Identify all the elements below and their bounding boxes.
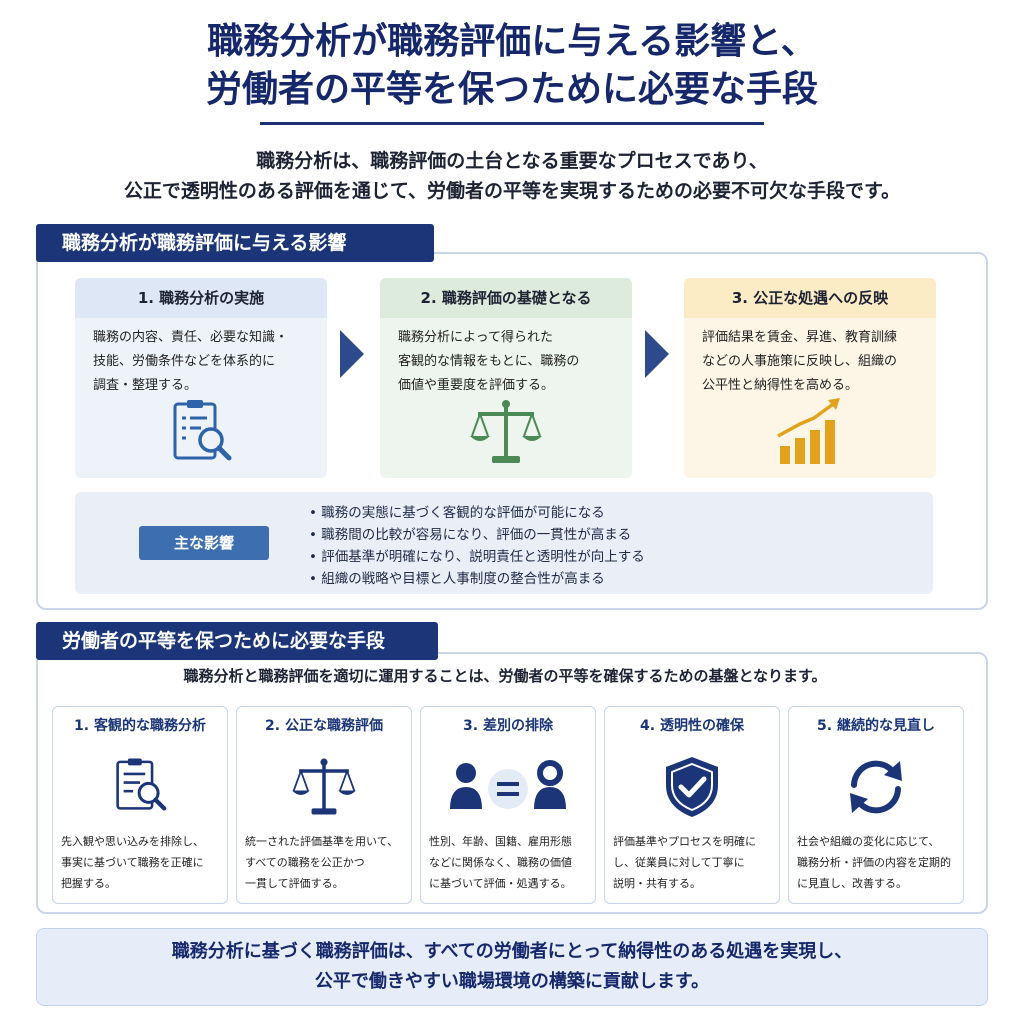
measure-2-line-3: 一貫して評価する。 xyxy=(245,877,344,890)
step-1-description: 職務の内容、責任、必要な知識・ 技能、労働条件などを体系的に 調査・整理する。 xyxy=(75,318,327,398)
step-card-1: 1. 職務分析の実施 職務の内容、責任、必要な知識・ 技能、労働条件などを体系的… xyxy=(75,278,327,478)
measure-2-title: 2. 公正な職務評価 xyxy=(265,718,383,734)
step-2-description: 職務分析によって得られた 客観的な情報をもとに、職務の 価値や重要度を評価する。 xyxy=(380,318,632,398)
step-3-line-3: 公平性と納得性を高める。 xyxy=(702,378,859,393)
intro-line-1: 職務分析は、職務評価の土台となる重要なプロセスであり、 xyxy=(256,150,768,172)
measure-card-1: 1. 客観的な職務分析 先入観や思い込みを排除し、 事実に基づいて職務を正確に … xyxy=(52,706,228,904)
step-2-line-2: 客観的な情報をもとに、職務の xyxy=(398,354,580,369)
step-1-line-3: 調査・整理する。 xyxy=(93,378,198,393)
impact-item: 職務の実態に基づく客観的な評価が可能になる xyxy=(309,502,645,524)
clipboard-search-icon xyxy=(53,755,227,817)
impact-item: 職務間の比較が容易になり、評価の一貫性が高まる xyxy=(309,524,645,546)
measure-4-line-2: し、従業員に対して丁寧に xyxy=(613,856,745,869)
measure-card-4: 4. 透明性の確保 評価基準やプロセスを明確に し、従業員に対して丁寧に 説明・… xyxy=(604,706,780,904)
impact-item: 評価基準が明確になり、説明責任と透明性が向上する xyxy=(309,546,644,568)
measure-4-line-3: 説明・共有する。 xyxy=(613,877,701,890)
conclusion-line-2: 公平で働きやすい職場環境の構築に貢献します。 xyxy=(314,971,710,992)
bar-chart-growth-icon xyxy=(684,396,936,468)
page-title: 職務分析が職務評価に与える影響と、 労働者の平等を保つために必要な手段 xyxy=(0,18,1024,114)
impact-label: 主な影響 xyxy=(139,526,269,560)
measure-1-line-2: 事実に基づいて職務を正確に xyxy=(61,856,204,869)
section2-lead: 職務分析と職務評価を適切に運用することは、労働者の平等を確保するための基盤となり… xyxy=(183,667,827,685)
measure-3-title: 3. 差別の排除 xyxy=(463,718,553,734)
impact-item: 組織の戦略や目標と人事制度の整合性が高まる xyxy=(309,568,645,590)
measure-5-title: 5. 継続的な見直し xyxy=(817,718,935,734)
step-1-title: 1. 職務分析の実施 xyxy=(75,278,327,318)
clipboard-search-icon xyxy=(75,396,327,468)
conclusion-line-1: 職務分析に基づく職務評価は、すべての労働者にとって納得性のある処遇を実現し、 xyxy=(171,941,853,962)
impact-box: 主な影響 職務の実態に基づく客観的な評価が可能になる 職務間の比較が容易になり、… xyxy=(75,492,933,594)
section2-header: 労働者の平等を保つために必要な手段 xyxy=(36,622,438,660)
intro-text: 職務分析は、職務評価の土台となる重要なプロセスであり、 公正で透明性のある評価を… xyxy=(0,146,1024,206)
step-3-line-1: 評価結果を賃金、昇進、教育訓練 xyxy=(702,330,898,345)
refresh-cycle-icon xyxy=(789,755,963,819)
measure-card-5: 5. 継続的な見直し 社会や組織の変化に応じて、 職務分析・評価の内容を定期的 … xyxy=(788,706,964,904)
step-2-line-3: 価値や重要度を評価する。 xyxy=(398,378,555,393)
measure-4-title: 4. 透明性の確保 xyxy=(640,718,744,734)
step-3-line-2: などの人事施策に反映し、組織の xyxy=(702,354,898,369)
measure-4-description: 評価基準やプロセスを明確に し、従業員に対して丁寧に 説明・共有する。 xyxy=(613,831,775,894)
measure-card-3: 3. 差別の排除 性別、年齢、国籍、雇用形態 などに関係なく、職務の価値 に基づ… xyxy=(420,706,596,904)
equal-people-icon xyxy=(421,755,595,817)
step-3-title: 3. 公正な処遇への反映 xyxy=(684,278,936,318)
conclusion-box: 職務分析に基づく職務評価は、すべての労働者にとって納得性のある処遇を実現し、 公… xyxy=(36,928,988,1006)
step-card-3: 3. 公正な処遇への反映 評価結果を賃金、昇進、教育訓練 などの人事施策に反映し… xyxy=(684,278,936,478)
title-line-2: 労働者の平等を保つために必要な手段 xyxy=(205,69,818,110)
step-2-line-1: 職務分析によって得られた xyxy=(398,330,553,345)
measure-1-line-1: 先入観や思い込みを排除し、 xyxy=(61,835,204,848)
title-line-1: 職務分析が職務評価に与える影響と、 xyxy=(207,21,817,62)
step-2-title: 2. 職務評価の基礎となる xyxy=(380,278,632,318)
measure-2-line-2: すべての職務を公正かつ xyxy=(245,856,365,869)
measure-1-title: 1. 客観的な職務分析 xyxy=(74,718,206,734)
step-3-description: 評価結果を賃金、昇進、教育訓練 などの人事施策に反映し、組織の 公平性と納得性を… xyxy=(684,318,936,398)
measure-5-description: 社会や組織の変化に応じて、 職務分析・評価の内容を定期的 に見直し、改善する。 xyxy=(797,831,959,894)
measure-2-line-1: 統一された評価基準を用いて、 xyxy=(245,835,399,848)
step-1-line-2: 技能、労働条件などを体系的に xyxy=(93,354,276,369)
step-1-line-1: 職務の内容、責任、必要な知識・ xyxy=(93,330,289,345)
measure-3-description: 性別、年齢、国籍、雇用形態 などに関係なく、職務の価値 に基づいて評価・処遇する… xyxy=(429,831,591,894)
chevron-right-icon xyxy=(645,330,669,378)
measure-1-description: 先入観や思い込みを排除し、 事実に基づいて職務を正確に 把握する。 xyxy=(61,831,223,894)
measure-3-line-3: に基づいて評価・処遇する。 xyxy=(429,877,572,890)
step-card-2: 2. 職務評価の基礎となる 職務分析によって得られた 客観的な情報をもとに、職務… xyxy=(380,278,632,478)
shield-check-icon xyxy=(605,755,779,819)
measure-4-line-1: 評価基準やプロセスを明確に xyxy=(613,835,756,848)
measure-2-description: 統一された評価基準を用いて、 すべての職務を公正かつ 一貫して評価する。 xyxy=(245,831,407,894)
title-underline xyxy=(260,122,764,125)
measure-5-line-2: 職務分析・評価の内容を定期的 xyxy=(797,856,951,869)
section1-header: 職務分析が職務評価に与える影響 xyxy=(36,224,434,262)
measure-5-line-3: に見直し、改善する。 xyxy=(797,877,907,890)
measure-card-2: 2. 公正な職務評価 統一された評価基準を用いて、 すべての職務を公正かつ 一貫… xyxy=(236,706,412,904)
measure-5-line-1: 社会や組織の変化に応じて、 xyxy=(797,835,940,848)
scale-icon xyxy=(237,755,411,819)
chevron-right-icon xyxy=(340,330,364,378)
intro-line-2: 公正で透明性のある評価を通じて、労働者の平等を実現するための必要不可欠な手段です… xyxy=(123,180,901,202)
measure-1-line-3: 把握する。 xyxy=(61,877,116,890)
measure-3-line-2: などに関係なく、職務の価値 xyxy=(429,856,572,869)
impact-list: 職務の実態に基づく客観的な評価が可能になる 職務間の比較が容易になり、評価の一貫… xyxy=(309,502,645,590)
scale-icon xyxy=(380,396,632,468)
measure-3-line-1: 性別、年齢、国籍、雇用形態 xyxy=(429,835,572,848)
